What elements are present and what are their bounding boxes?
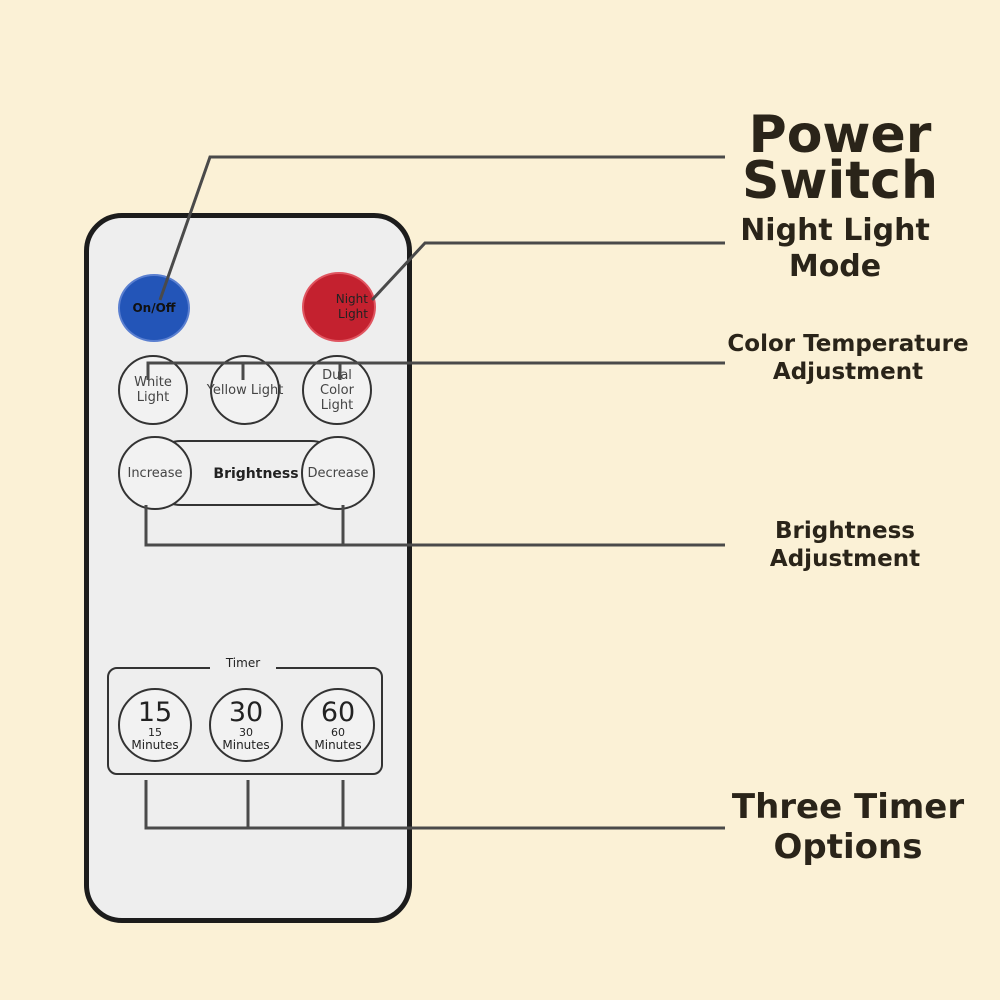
timer-15-button[interactable]: 15 15 Minutes (118, 688, 192, 762)
on-off-button[interactable]: On/Off (118, 274, 190, 342)
timer-30-button[interactable]: 30 30 Minutes (209, 688, 283, 762)
decrease-button[interactable]: Decrease (301, 436, 375, 510)
timer-15-small: 15 (148, 725, 162, 739)
timer-60-small: 60 (331, 725, 345, 739)
timer-30-small: 30 (239, 725, 253, 739)
decrease-label: Decrease (307, 465, 369, 481)
timer-15-number: 15 (137, 696, 173, 728)
increase-label: Increase (127, 465, 183, 481)
callout-color-temperature: Color Temperature Adjustment (727, 331, 969, 385)
timer-60-button[interactable]: 60 60 Minutes (301, 688, 375, 762)
timer-label: Timer (210, 656, 276, 670)
night-light-leader (370, 241, 725, 302)
brightness-leader (144, 505, 725, 547)
callout-power-switch: Power Switch (741, 105, 938, 211)
timer-60-unit: Minutes (314, 737, 362, 752)
brightness-label: Brightness (213, 466, 299, 482)
power-switch-leader (158, 155, 725, 301)
dual-color-light-label: Dual Color Light (320, 367, 354, 413)
yellow-light-label: Yellow Light (206, 382, 284, 398)
callout-brightness: Brightness Adjustment (769, 518, 921, 572)
timer-30-number: 30 (228, 696, 264, 728)
dual-color-light-button[interactable]: Dual Color Light (302, 355, 372, 425)
yellow-light-button[interactable]: Yellow Light (207, 355, 283, 425)
timer-30-unit: Minutes (222, 737, 270, 752)
increase-button[interactable]: Increase (118, 436, 192, 510)
night-light-label: Night Light (335, 292, 368, 321)
timer-60-number: 60 (320, 696, 356, 728)
callout-night-light-mode: Night Light Mode (740, 213, 930, 284)
white-light-button[interactable]: White Light (118, 355, 188, 425)
timer-leader (144, 780, 725, 830)
white-light-label: White Light (134, 375, 172, 405)
on-off-label: On/Off (132, 300, 176, 315)
timer-15-unit: Minutes (131, 737, 179, 752)
night-light-button[interactable]: Night Light (302, 272, 376, 342)
color-temperature-leader (146, 361, 725, 380)
callout-timer-options: Three Timer Options (731, 787, 965, 867)
